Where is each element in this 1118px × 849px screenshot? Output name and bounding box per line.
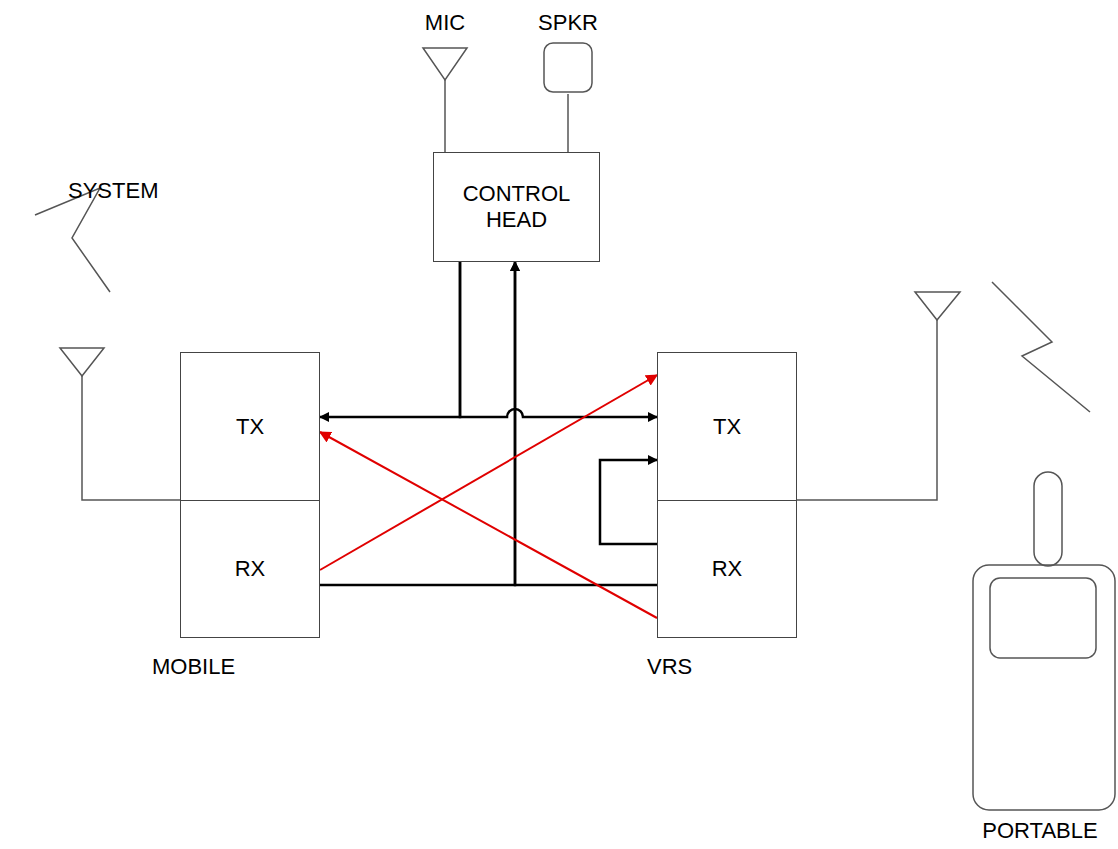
antenna-wire (797, 320, 937, 500)
lightning-symbol (992, 282, 1090, 412)
part-name: SPKR (533, 10, 603, 36)
control-head-box: CONTROL HEAD (433, 152, 600, 262)
portable-radio: PORTABLE (962, 458, 1118, 844)
portable-radio-drawing (962, 458, 1118, 844)
receiver-box: RX (657, 500, 797, 638)
microphone: MIC (415, 10, 475, 82)
transmitter-box: TX (657, 352, 797, 501)
unit-label: RX (235, 556, 266, 582)
transmitter-box: TX (180, 352, 320, 501)
audio-path (320, 262, 460, 417)
audio-path (460, 262, 657, 417)
antenna-wire (82, 376, 180, 500)
part-name: PORTABLE (962, 818, 1118, 844)
signal-label: SYSTEM (68, 178, 158, 204)
crossover-arrow (320, 375, 657, 570)
unit-label: MOBILE (152, 654, 235, 680)
audio-path (515, 262, 657, 585)
part-name: MIC (415, 10, 475, 36)
unit-label: VRS (647, 654, 692, 680)
crossover-arrow (320, 432, 657, 618)
antenna-symbol (915, 292, 960, 320)
audio-path (600, 460, 657, 544)
audio-path (567, 94, 569, 152)
audio-path (320, 262, 515, 585)
unit-label: TX (713, 414, 741, 440)
lightning-symbol (35, 188, 110, 292)
radio-unit: VRSTXRX (657, 352, 797, 692)
antenna-symbol (60, 348, 104, 376)
radio-unit: MOBILETXRX (180, 352, 320, 692)
unit-label: RX (712, 556, 743, 582)
speaker: SPKR (533, 10, 603, 94)
audio-path (444, 80, 446, 152)
receiver-box: RX (180, 500, 320, 638)
unit-label: TX (236, 414, 264, 440)
unit-label: CONTROL HEAD (444, 181, 589, 233)
